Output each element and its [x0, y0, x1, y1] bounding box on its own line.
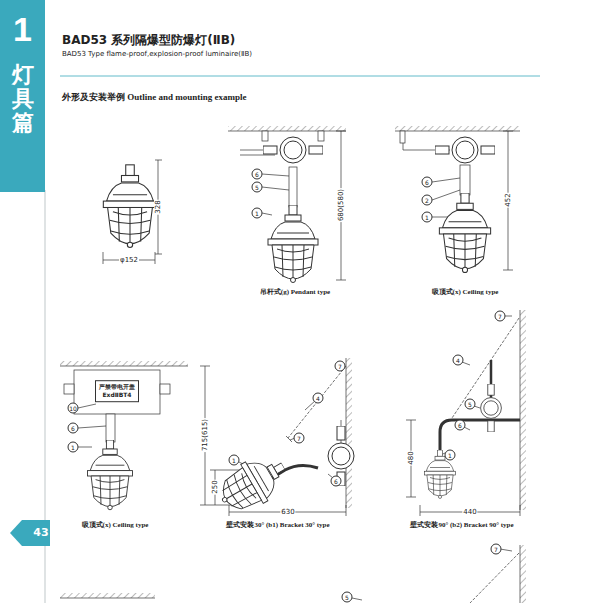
dimension: 680(580) — [337, 188, 345, 222]
callout-number: 5 — [465, 399, 476, 410]
callout-number: 5 — [252, 182, 263, 193]
section-heading: 外形及安装举例 Outline and mounting example — [62, 91, 247, 104]
callout-number: 1 — [229, 455, 240, 466]
callout-number: 6 — [331, 476, 342, 487]
page-title: BAD53 系列隔爆型防爆灯(ⅡB) — [62, 32, 235, 49]
dimension: 328 — [154, 199, 162, 214]
callout-number: 7 — [294, 433, 305, 444]
page-tab: 43 — [10, 520, 64, 546]
subtitle: BAD53 Type flame-proof,explosion-proof l… — [62, 50, 252, 58]
callout-number: 6 — [68, 423, 79, 434]
callout-number: 6 — [455, 420, 466, 431]
callout-number: 6 — [252, 169, 263, 180]
dimension: 250 — [211, 479, 219, 494]
node-text: ExdⅡBT4 — [99, 391, 135, 399]
chapter-band: 1 灯具篇 — [0, 0, 45, 192]
callout-number: 1 — [68, 442, 79, 453]
figure-caption: 吊杆式(g) Pendant type — [260, 287, 330, 297]
callout-number: 1 — [252, 208, 263, 219]
figure-caption: 吸顶式(x) Ceiling type — [82, 520, 149, 530]
dimension: 452 — [504, 192, 512, 207]
callout-number: 5 — [342, 592, 353, 603]
callout-number: 4 — [453, 355, 464, 366]
callout-number: 7 — [491, 544, 502, 555]
dimension: 480 — [407, 450, 415, 465]
dimension: φ152 — [119, 256, 139, 264]
callout-number: 2 — [422, 195, 433, 206]
node-text: 严禁带电开盖 — [99, 383, 135, 391]
callout-number: 4 — [313, 393, 324, 404]
dimension: 715(615) — [201, 418, 209, 452]
figure-caption: 壁式安装30° (b1) Bracket 30° type — [226, 520, 329, 530]
callout-number: 1 — [422, 212, 433, 223]
callout-number: 7 — [495, 311, 506, 322]
figure-caption: 吸顶式(x) Ceiling type — [432, 287, 499, 297]
callout-number: 6 — [422, 177, 433, 188]
callout-number: 10 — [68, 403, 79, 414]
figure-caption: 壁式安装90° (b2) Bracket 90° type — [410, 520, 513, 530]
callout-number: 1 — [445, 450, 456, 461]
dimension: 440 — [462, 508, 477, 516]
node-text: 43 — [10, 520, 64, 546]
node-text: 1 — [0, 0, 45, 49]
dimension: 630 — [280, 508, 295, 516]
callout-number: 7 — [335, 361, 346, 372]
node-text: 灯具篇 — [12, 63, 34, 136]
warning-plate: 严禁带电开盖ExdⅡBT4 — [95, 380, 139, 402]
